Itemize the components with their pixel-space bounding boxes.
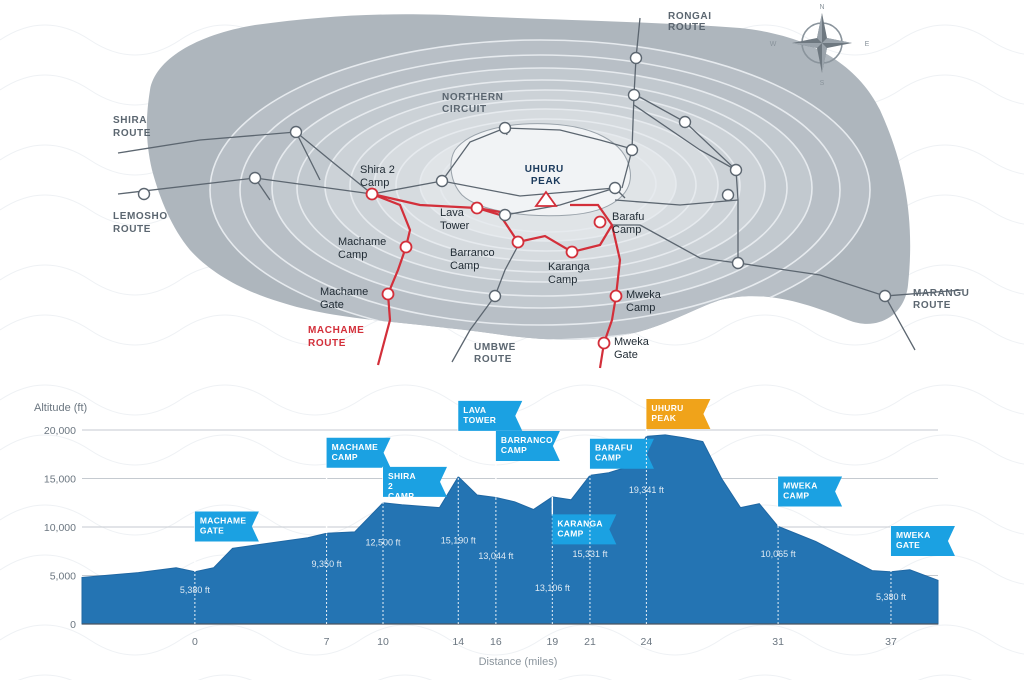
flag-machame-camp [326,437,391,468]
label-machame-camp: Machame Camp [338,236,389,261]
chart-y-axis-title: Altitude (ft) [34,402,87,414]
altitude-label: 12,500 ft [365,537,401,547]
altitude-label: 5,380 ft [876,592,907,602]
x-tick-label: 7 [324,636,330,648]
route-map: RONGAI ROUTE NORTHERN CIRCUIT SHIRA ROUT… [113,11,973,369]
mountain-shape [146,14,911,340]
x-tick-label: 24 [641,636,653,648]
x-tick-label: 31 [772,636,784,648]
x-tick-label: 21 [584,636,596,648]
flag-uhuru-peak [646,398,711,429]
label-barranco-camp: Barranco Camp [450,247,498,272]
y-tick-label: 0 [70,619,76,631]
y-tick-label: 15,000 [44,474,76,486]
altitude-label: 15,190 ft [441,535,477,545]
y-tick-label: 20,000 [44,425,76,437]
flag-shira-2-camp [383,466,448,497]
x-tick-label: 16 [490,636,502,648]
label-umbwe-route: UMBWE ROUTE [474,342,519,365]
label-northern-circuit: NORTHERN CIRCUIT [442,92,507,115]
chart-area-layer [81,434,939,625]
altitude-label: 13,044 ft [478,551,514,561]
label-uhuru-peak: UHURU PEAK [525,164,568,187]
label-machame-gate: Machame Gate [320,286,371,311]
x-tick-label: 19 [546,636,558,648]
altitude-label: 9,350 ft [312,559,343,569]
flag-mweka-camp [778,476,843,507]
elevation-area [81,434,939,625]
uhuru-peak-marker [534,190,558,207]
label-marangu-route: MARANGU ROUTE [913,288,973,311]
label-barafu-camp: Barafu Camp [612,211,647,236]
label-rongai-route: RONGAI ROUTE [668,11,715,33]
label-shira-route: SHIRA ROUTE [113,115,151,139]
label-machame-route: MACHAME ROUTE [308,325,368,349]
label-mweka-gate: Mweka Gate [614,336,652,361]
altitude-label: 19,341 ft [629,485,665,495]
flag-barranco-camp [495,430,560,461]
label-mweka-camp: Mweka Camp [626,289,664,314]
compass-west: W [770,41,777,48]
x-tick-label: 10 [377,636,389,648]
compass-north: N [819,4,824,11]
label-lemosho-route: LEMOSHO ROUTE [113,211,171,235]
x-tick-label: 14 [452,636,464,648]
compass-south: S [820,80,825,87]
label-lava-tower: Lava Tower [440,207,470,232]
elevation-profile-chart: Altitude (ft) Distance (miles) 0 5,000 10,… [34,398,955,668]
compass-east: E [865,41,870,48]
altitude-label: 15,331 ft [572,549,608,559]
x-tick-label: 0 [192,636,198,648]
trail-nodes [137,51,892,303]
chart-x-axis-title: Distance (miles) [479,656,558,668]
route-stops [365,187,623,350]
chart-ticks: 0 5,000 10,000 15,000 20,000 0 7 10 14 16 19 21 24 31… [44,425,897,648]
flag-karanga-camp [552,514,617,545]
compass-rose-icon: N E S W [770,4,870,87]
altitude-label: 13,106 ft [535,583,571,593]
flag-barafu-camp [589,438,654,469]
y-tick-label: 5,000 [50,571,76,583]
label-karanga-camp: Karanga Camp [548,261,593,286]
altitude-label: 10,065 ft [761,549,797,559]
flag-machame-gate [194,511,259,542]
x-tick-label: 37 [885,636,897,648]
y-tick-label: 10,000 [44,522,76,534]
flag-lava-tower [458,400,523,431]
altitude-label: 5,380 ft [180,585,211,595]
flag-mweka-gate [890,526,955,557]
label-shira2-camp: Shira 2 Camp [360,164,398,189]
